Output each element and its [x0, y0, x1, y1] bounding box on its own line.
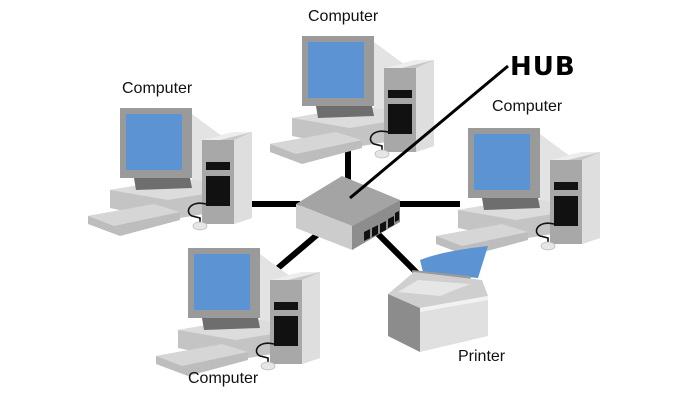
printer-icon: [388, 246, 488, 352]
computer-left-icon: [87, 107, 253, 237]
computer-bottom-label: Computer: [188, 370, 259, 387]
computer-top-icon: [269, 35, 435, 165]
computer-bottom-icon: [155, 247, 321, 377]
network-hub-icon: [296, 176, 400, 250]
computer-right-icon: [435, 127, 601, 257]
hub-callout-line: [349, 64, 509, 200]
printer-label: Printer: [458, 348, 506, 365]
hub-label: HUB: [510, 52, 576, 82]
computer-right-label: Computer: [492, 98, 563, 115]
edge-hub-computer-bottom: [276, 231, 320, 271]
edge-hub-printer: [375, 231, 421, 277]
computer-top-label: Computer: [308, 8, 379, 25]
computer-left-label: Computer: [122, 80, 193, 97]
